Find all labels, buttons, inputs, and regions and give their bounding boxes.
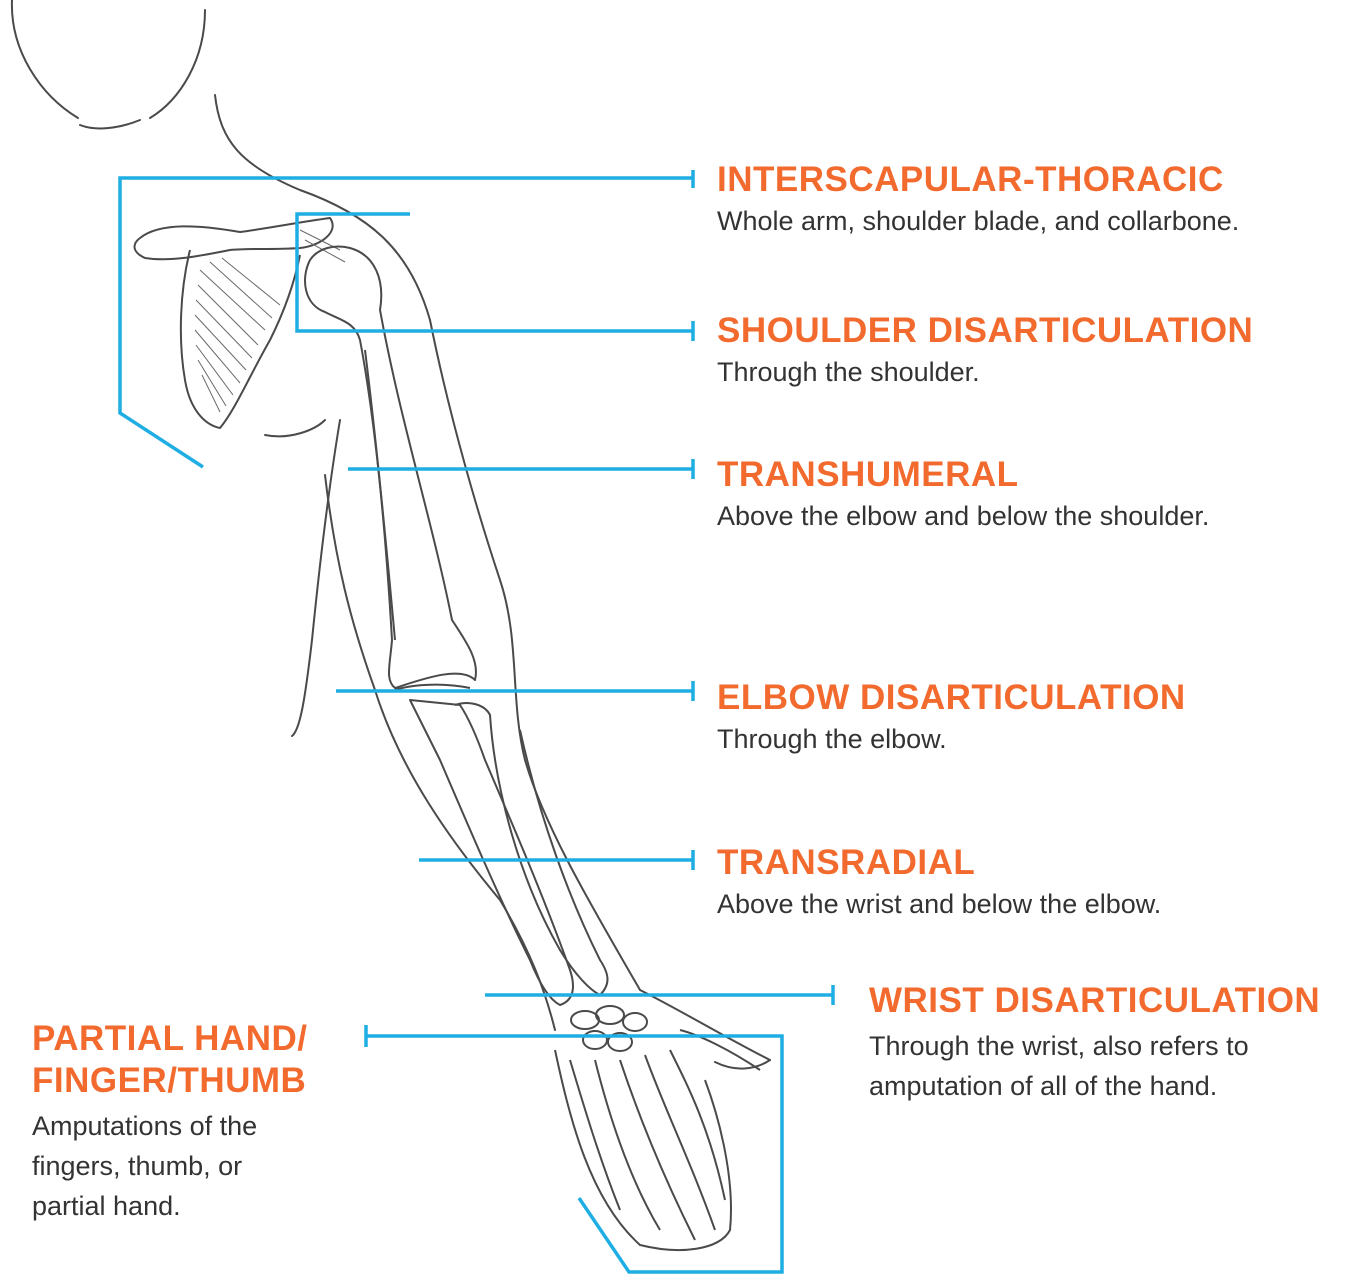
level-description: Whole arm, shoulder blade, and collarbon…: [717, 201, 1239, 241]
label-elbow-disarticulation: ELBOW DISARTICULATION Through the elbow.: [717, 677, 1186, 759]
level-description: Above the elbow and below the shoulder.: [717, 496, 1209, 536]
level-title: WRIST DISARTICULATION: [869, 980, 1329, 1022]
forearm-bones: [395, 685, 608, 1005]
label-wrist-disarticulation: WRIST DISARTICULATION Through the wrist,…: [869, 980, 1329, 1106]
level-title-line-1: PARTIAL HAND/: [32, 1018, 322, 1060]
label-shoulder-disarticulation: SHOULDER DISARTICULATION Through the sho…: [717, 310, 1253, 392]
level-title: ELBOW DISARTICULATION: [717, 677, 1186, 719]
shoulder-bones: [135, 218, 345, 428]
hand-bones: [555, 1006, 760, 1250]
level-description: Through the wrist, also refers to amputa…: [869, 1026, 1329, 1106]
level-title: TRANSHUMERAL: [717, 454, 1209, 496]
label-partial-hand: PARTIAL HAND/ FINGER/THUMB Amputations o…: [32, 1018, 322, 1226]
body-outline: [12, 0, 770, 1069]
level-title: TRANSRADIAL: [717, 842, 1161, 884]
label-transhumeral: TRANSHUMERAL Above the elbow and below t…: [717, 454, 1209, 536]
label-interscapular-thoracic: INTERSCAPULAR-THORACIC Whole arm, should…: [717, 159, 1239, 241]
level-title: INTERSCAPULAR-THORACIC: [717, 159, 1239, 201]
level-description: Through the elbow.: [717, 719, 1186, 759]
label-transradial: TRANSRADIAL Above the wrist and below th…: [717, 842, 1161, 924]
level-description: Amputations of the fingers, thumb, or pa…: [32, 1106, 312, 1226]
level-title-line-2: FINGER/THUMB: [32, 1060, 322, 1102]
level-title: SHOULDER DISARTICULATION: [717, 310, 1253, 352]
level-description: Through the shoulder.: [717, 352, 1253, 392]
level-description: Above the wrist and below the elbow.: [717, 884, 1161, 924]
